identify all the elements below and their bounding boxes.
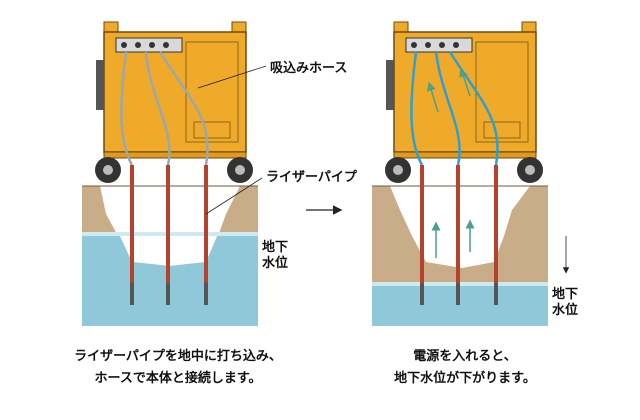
right-pump-unit xyxy=(385,21,543,183)
flow-arrow-icon xyxy=(427,81,439,113)
right-panel xyxy=(372,21,570,326)
hose-flow-arrows xyxy=(427,67,471,113)
groundwater-level-label-right: 地下 水位 xyxy=(552,287,578,319)
riser-pipe-leader xyxy=(205,177,263,215)
groundwater-label-right-line2: 水位 xyxy=(552,303,579,318)
groundwater-level-label-left: 地下 水位 xyxy=(262,240,288,272)
ground-flow-arrows xyxy=(431,219,475,258)
left-pump-unit xyxy=(95,21,253,183)
right-caption: 電源を入れると、 地下水位が下がります。 xyxy=(350,346,580,390)
suction-hose-leader xyxy=(197,65,267,89)
right-caption-line1: 電源を入れると、 xyxy=(413,349,517,364)
riser-pipe-label: ライザーパイプ xyxy=(266,170,357,185)
left-caption-line2: ホースで本体と接続します。 xyxy=(94,371,262,386)
left-caption-line1: ライザーパイプを地中に打ち込み、 xyxy=(74,349,282,364)
groundwater-label-right-line1: 地下 xyxy=(552,287,579,302)
left-panel xyxy=(82,21,267,326)
left-riser-pipes xyxy=(130,165,208,305)
left-caption: ライザーパイプを地中に打ち込み、 ホースで本体と接続します。 xyxy=(50,346,306,390)
groundwater-label-left-line2: 水位 xyxy=(262,256,289,271)
right-hoses xyxy=(410,51,499,166)
right-riser-pipes xyxy=(420,165,498,305)
groundwater-label-left-line1: 地下 xyxy=(262,240,289,255)
flow-arrow-icon xyxy=(459,67,471,97)
suction-hose-label: 吸込みホース xyxy=(270,61,348,76)
right-caption-line2: 地下水位が下がります。 xyxy=(394,371,536,386)
left-hoses xyxy=(120,51,209,166)
